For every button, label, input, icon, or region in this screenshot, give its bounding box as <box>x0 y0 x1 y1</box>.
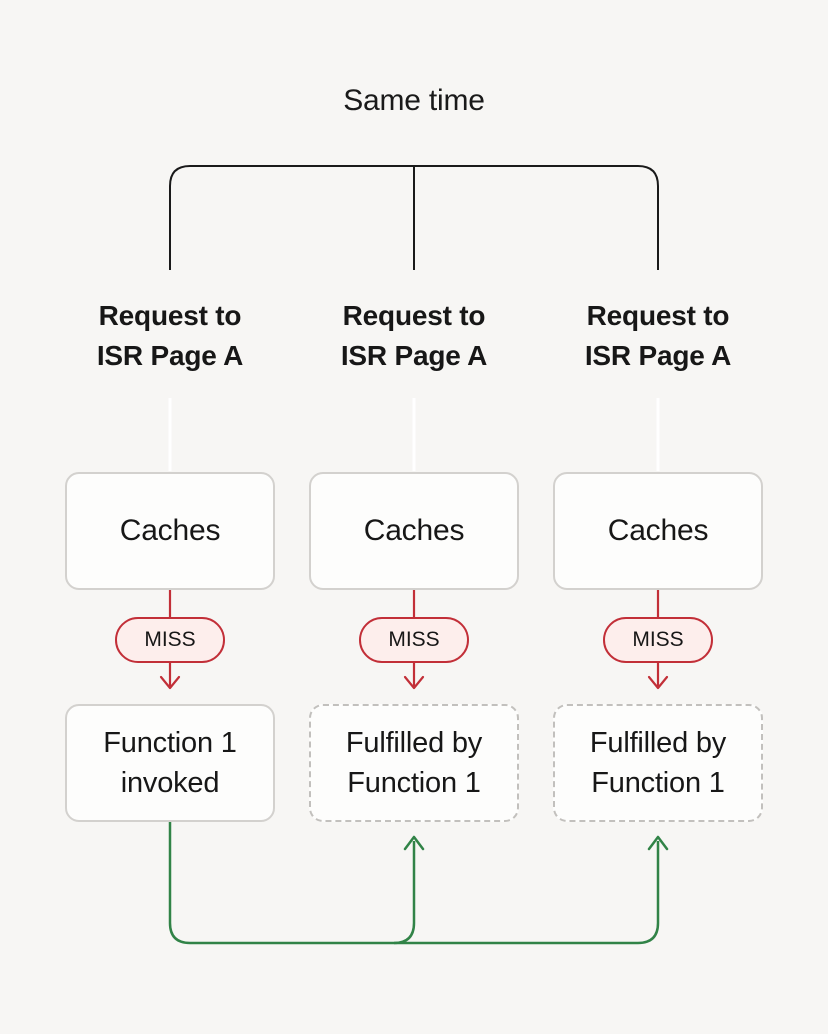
diagram-title: Same time <box>343 84 485 117</box>
miss-badge: MISS <box>115 617 225 663</box>
request-label: Request to ISR Page A <box>543 296 773 376</box>
cache-box-label: Caches <box>607 514 709 547</box>
request-label-line1: Request to <box>586 300 730 331</box>
fulfillment-arrowhead <box>403 835 425 851</box>
same-time-bracket <box>169 165 659 270</box>
result-box-line2: Function 1 <box>347 767 481 799</box>
cache-box: Caches <box>553 472 763 590</box>
result-box-line2: invoked <box>120 767 220 799</box>
cache-box-label: Caches <box>119 514 221 547</box>
request-label-line1: Request to <box>342 300 486 331</box>
request-label: Request to ISR Page A <box>299 296 529 376</box>
request-label: Request to ISR Page A <box>55 296 285 376</box>
request-label-line1: Request to <box>98 300 242 331</box>
result-box-line2: Function 1 <box>591 767 725 799</box>
cache-box: Caches <box>309 472 519 590</box>
fulfillment-connector <box>168 822 669 945</box>
request-label-line2: ISR Page A <box>96 340 244 371</box>
fulfillment-branch <box>393 841 416 945</box>
result-box-line1: Fulfilled by <box>589 727 727 759</box>
cache-box: Caches <box>65 472 275 590</box>
result-box-line1: Fulfilled by <box>345 727 483 759</box>
miss-badge-label: MISS <box>632 628 684 651</box>
request-label-line2: ISR Page A <box>340 340 488 371</box>
result-box: Function 1 invoked <box>65 704 275 822</box>
miss-badge: MISS <box>359 617 469 663</box>
miss-badge-label: MISS <box>388 628 440 651</box>
result-box: Fulfilled by Function 1 <box>553 704 763 822</box>
result-box: Fulfilled by Function 1 <box>309 704 519 822</box>
miss-badge: MISS <box>603 617 713 663</box>
result-box-line1: Function 1 <box>103 727 237 759</box>
cache-box-label: Caches <box>363 514 465 547</box>
fulfillment-arrowhead <box>647 835 669 851</box>
request-label-line2: ISR Page A <box>584 340 732 371</box>
miss-badge-label: MISS <box>144 628 196 651</box>
